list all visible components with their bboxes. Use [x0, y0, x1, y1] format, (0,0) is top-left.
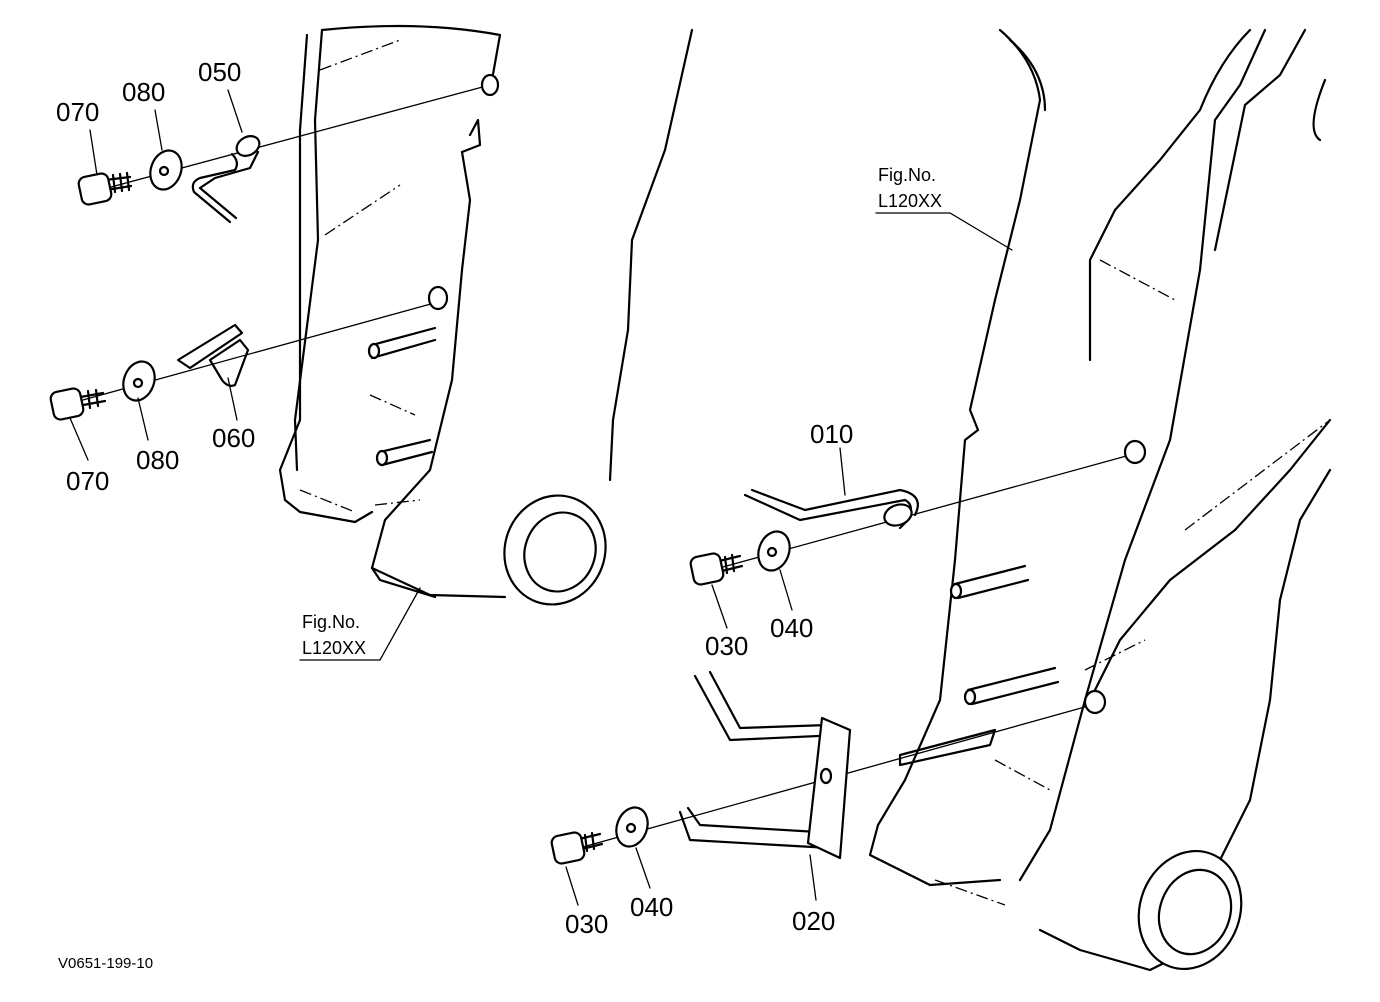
fig-ref-left-line1: Fig.No. [302, 612, 360, 632]
rod-010 [743, 488, 919, 530]
rod-060 [176, 323, 250, 387]
label-060: 060 [212, 423, 255, 453]
bolt-070-upper [77, 171, 133, 206]
label-080-lower: 080 [136, 445, 179, 475]
label-050: 050 [198, 57, 241, 87]
label-030-upper: 030 [705, 631, 748, 661]
label-030-lower: 030 [565, 909, 608, 939]
washer-040-lower [615, 806, 649, 848]
bolt-030-lower [550, 831, 604, 865]
fig-ref-right-line1: Fig.No. [878, 165, 936, 185]
label-070-lower: 070 [66, 466, 109, 496]
bolt-070-lower [49, 387, 107, 421]
washer-080-lower [122, 360, 156, 402]
fig-reference-left: Fig.No. L120XX [302, 612, 366, 658]
label-070-upper: 070 [56, 97, 99, 127]
fig-ref-left-line2: L120XX [302, 638, 366, 658]
bolt-030-upper [689, 552, 744, 586]
fig-ref-right-line2: L120XX [878, 191, 942, 211]
mounting-bosses [427, 73, 1147, 715]
part-number-labels: 070 080 050 060 080 070 010 040 030 040 … [56, 57, 853, 939]
rod-050 [191, 135, 261, 224]
label-040-lower: 040 [630, 892, 673, 922]
label-040-upper: 040 [770, 613, 813, 643]
label-010: 010 [810, 419, 853, 449]
bracket-020 [678, 670, 852, 860]
diagram-code: V0651-199-10 [58, 955, 153, 972]
label-080-upper: 080 [122, 77, 165, 107]
washer-080-upper [149, 149, 183, 191]
left-loader-arm [278, 24, 694, 606]
label-020: 020 [792, 906, 835, 936]
right-loader-arm [868, 28, 1332, 972]
fig-reference-right: Fig.No. L120XX [878, 165, 942, 211]
leader-lines [69, 89, 1013, 906]
washer-040-upper [757, 530, 791, 572]
